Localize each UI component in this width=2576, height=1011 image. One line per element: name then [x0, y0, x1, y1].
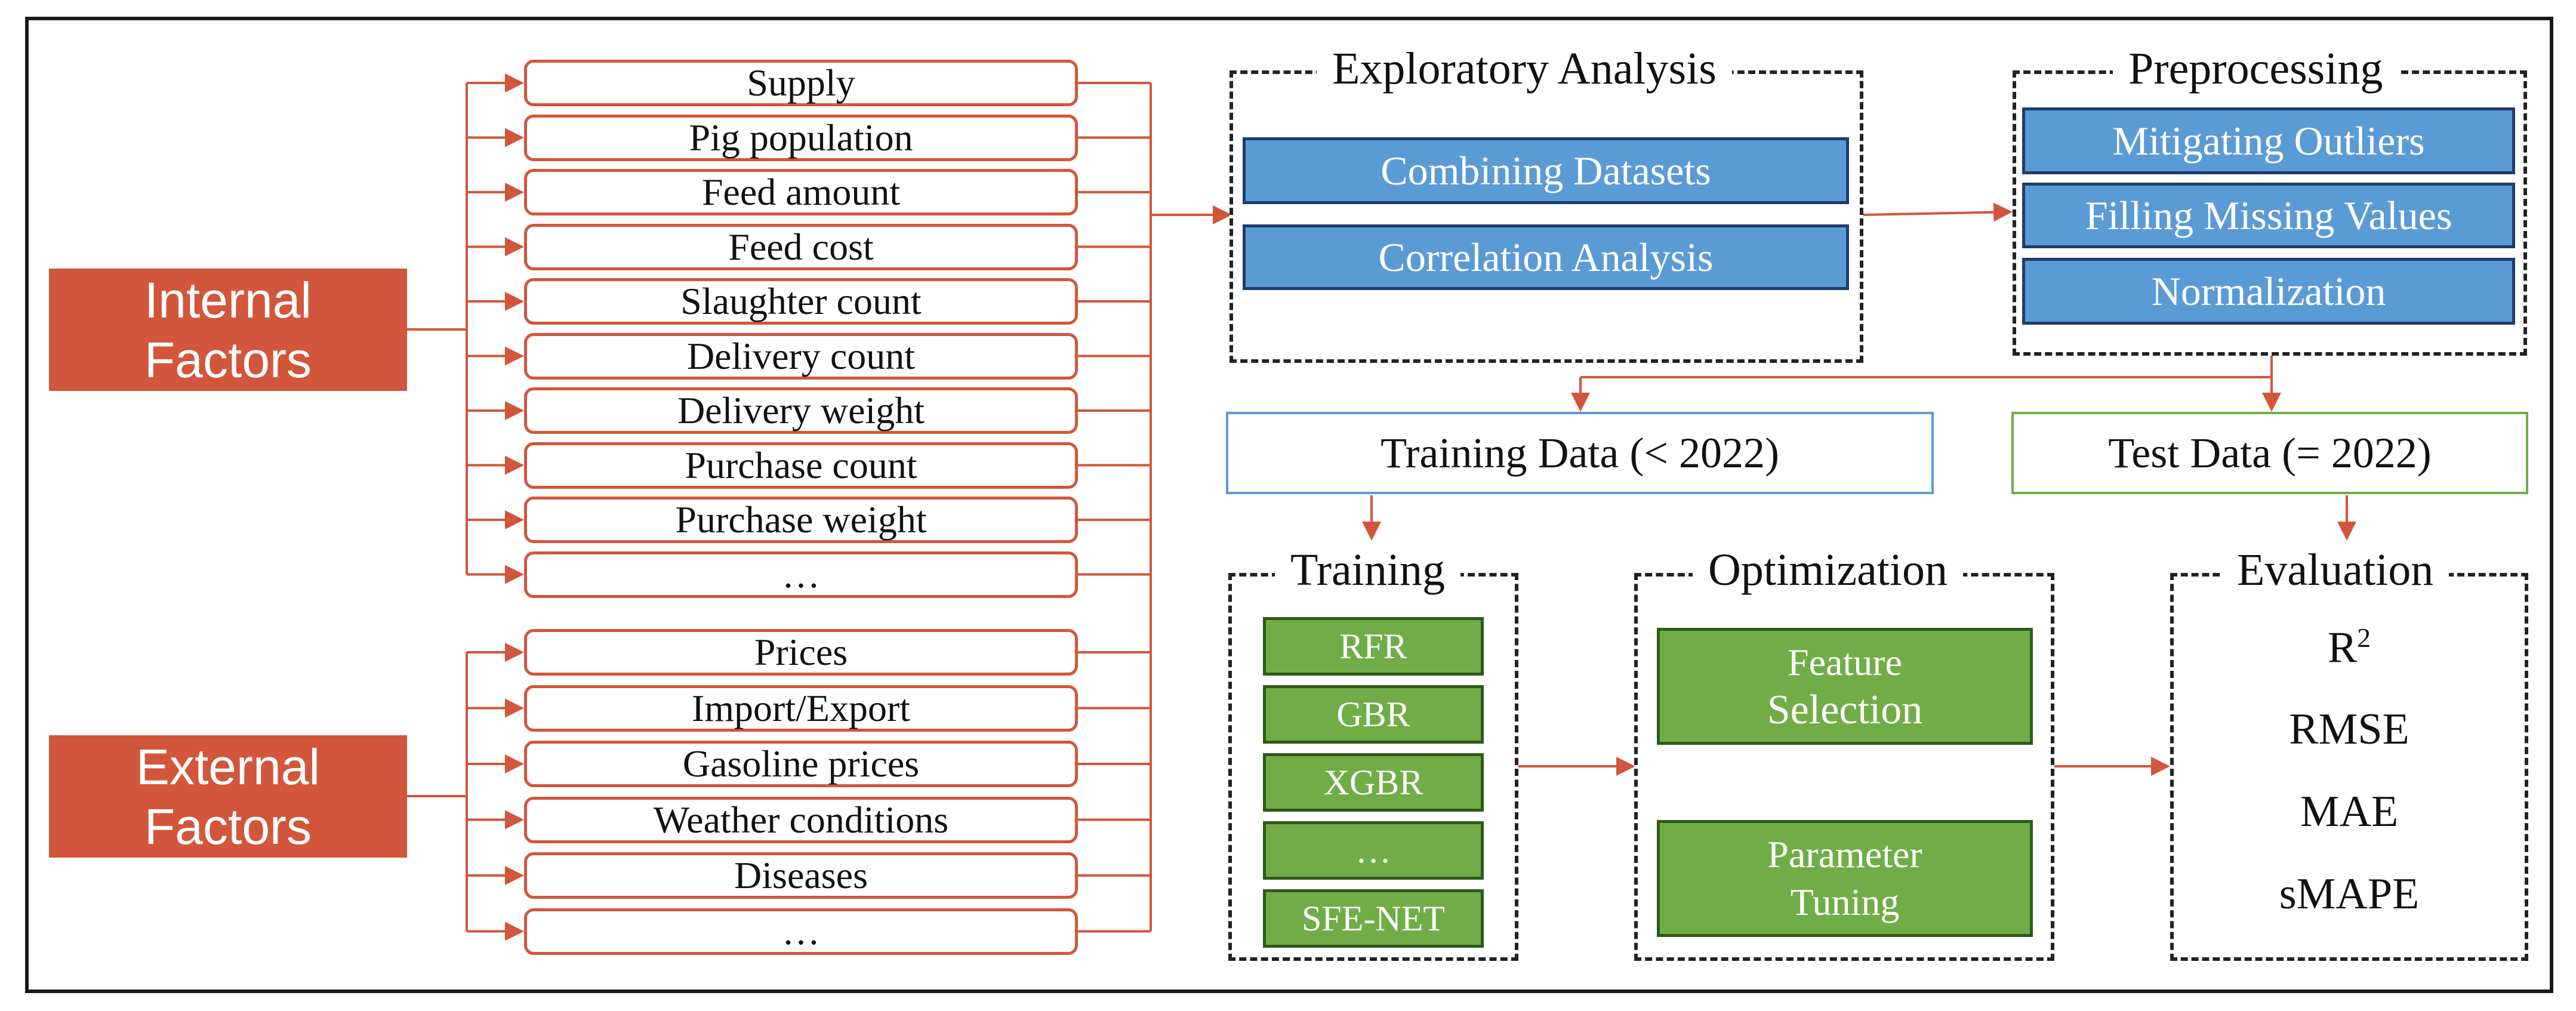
external-factor-item: …	[524, 908, 1078, 955]
preprocessing-title: Preprocessing	[2113, 42, 2399, 95]
internal-factor-item: …	[524, 551, 1078, 598]
exploratory-analysis-section	[1230, 70, 1863, 363]
factor-connector-lines	[407, 73, 1152, 941]
feature-selection-line1: Feature	[1788, 641, 1902, 683]
evaluation-title: Evaluation	[2221, 543, 2449, 597]
metric-mae: MAE	[2300, 787, 2399, 836]
optimization-title: Optimization	[1693, 543, 1964, 597]
model-4: SFE-NET	[1263, 889, 1484, 948]
model-1: GBR	[1263, 685, 1484, 744]
external-factor-item: Import/Export	[524, 685, 1078, 732]
model-3: …	[1263, 821, 1484, 880]
internal-factor-item: Feed cost	[524, 223, 1078, 270]
internal-factor-item: Feed amount	[524, 169, 1078, 215]
internal-factor-item: Purchase weight	[524, 497, 1078, 543]
model-2: XGBR	[1263, 753, 1484, 812]
external-factor-item: Weather conditions	[524, 796, 1078, 843]
training-title: Training	[1275, 543, 1461, 597]
exploratory-analysis-title: Exploratory Analysis	[1317, 42, 1732, 95]
step-normalization: Normalization	[2022, 258, 2515, 325]
training-data-box: Training Data (< 2022)	[1226, 412, 1934, 494]
test-data-box: Test Data (= 2022)	[2011, 412, 2528, 494]
internal-factor-item: Purchase count	[524, 442, 1078, 489]
internal-factors-box: Internal Factors	[49, 269, 407, 391]
metric-smape: sMAPE	[2279, 870, 2420, 918]
parameter-tuning-line1: Parameter	[1767, 833, 1922, 876]
step-filling-missing-values: Filling Missing Values	[2022, 183, 2515, 248]
evaluation-section	[2170, 573, 2528, 961]
internal-factor-item: Pig population	[524, 114, 1078, 161]
feature-selection-line2: Selection	[1767, 687, 1923, 733]
feature-selection-box: Feature Selection	[1657, 628, 2033, 745]
arrow-to-preprocessing	[1863, 202, 2013, 222]
step-correlation-analysis: Correlation Analysis	[1243, 224, 1849, 290]
internal-factor-item: Delivery weight	[524, 387, 1078, 434]
external-factor-item: Prices	[524, 629, 1078, 676]
internal-factor-item: Slaughter count	[524, 278, 1078, 325]
model-0: RFR	[1263, 617, 1484, 676]
metric-r2-exponent: 2	[2357, 622, 2371, 653]
step-mitigating-outliers: Mitigating Outliers	[2022, 107, 2515, 174]
flow-arrows	[1151, 202, 2356, 776]
metric-rmse: RMSE	[2289, 705, 2409, 754]
step-combining-datasets: Combining Datasets	[1243, 137, 1849, 204]
internal-factor-item: Delivery count	[524, 332, 1078, 380]
external-factor-item: Diseases	[524, 852, 1078, 899]
external-factor-item: Gasoline prices	[524, 741, 1078, 787]
metric-r2: R2	[2170, 622, 2528, 674]
external-factors-box: External Factors	[49, 735, 407, 858]
parameter-tuning-line2: Tuning	[1790, 881, 1900, 923]
metric-r2-base: R	[2327, 623, 2358, 673]
parameter-tuning-box: Parameter Tuning	[1657, 820, 2033, 937]
internal-factor-item: Supply	[524, 60, 1078, 106]
